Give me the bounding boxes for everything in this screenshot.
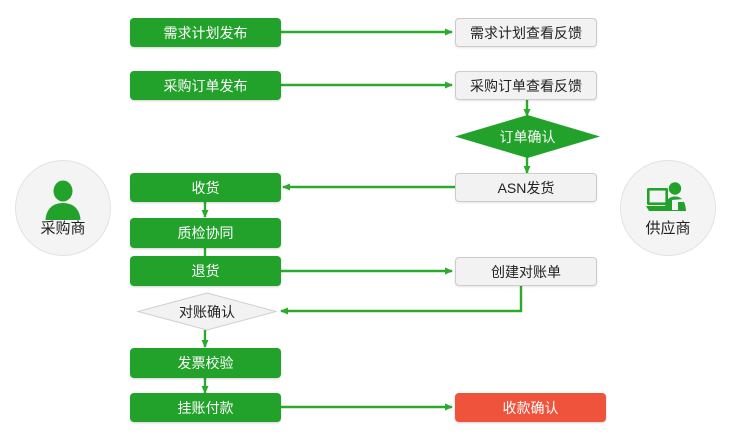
node-invoice-verify-label: 发票校验 — [177, 355, 234, 371]
actor-buyer[interactable]: 采购商 — [15, 160, 111, 256]
node-invoice-verify[interactable]: 发票校验 — [130, 348, 281, 378]
node-goods-receipt-label: 收货 — [191, 179, 220, 196]
actor-supplier-label: 供应商 — [645, 220, 691, 237]
node-demand-plan-publish[interactable]: 需求计划发布 — [130, 18, 281, 47]
node-po-feedback-label: 采购订单查看反馈 — [470, 77, 582, 94]
node-demand-plan-feedback-label: 需求计划查看反馈 — [470, 24, 582, 41]
node-payable-payment[interactable]: 挂账付款 — [130, 393, 281, 422]
statement-confirm-diamond-shape — [137, 292, 277, 331]
node-return-goods[interactable]: 退货 — [130, 256, 281, 286]
node-po-publish-label: 采购订单发布 — [163, 77, 248, 94]
node-po-publish[interactable]: 采购订单发布 — [130, 71, 281, 100]
node-order-confirm-label: 订单确认 — [499, 128, 556, 145]
node-return-goods-label: 退货 — [191, 263, 220, 279]
node-demand-plan-publish-label: 需求计划发布 — [163, 24, 248, 41]
node-statement-confirm-label: 对账确认 — [179, 303, 235, 320]
order-confirm-diamond-shape — [455, 115, 600, 158]
node-payable-payment-label: 挂账付款 — [177, 399, 234, 416]
node-receipt-confirm[interactable]: 收款确认 — [455, 393, 606, 422]
node-demand-plan-feedback[interactable]: 需求计划查看反馈 — [455, 18, 597, 47]
actor-buyer-label: 采购商 — [40, 220, 86, 237]
person-at-computer-icon — [646, 182, 686, 211]
edge-statement-to-confirm — [280, 286, 523, 315]
node-asn-shipment-label: ASN发货 — [497, 179, 555, 196]
node-goods-receipt[interactable]: 收货 — [130, 173, 281, 202]
node-po-feedback[interactable]: 采购订单查看反馈 — [455, 71, 597, 100]
node-quality-collab[interactable]: 质检协同 — [130, 218, 281, 248]
node-quality-collab-label: 质检协同 — [177, 225, 234, 241]
node-create-statement[interactable]: 创建对账单 — [455, 257, 597, 286]
actor-supplier[interactable]: 供应商 — [620, 160, 716, 256]
node-create-statement-label: 创建对账单 — [491, 263, 561, 280]
node-statement-confirm[interactable]: 对账确认 — [137, 292, 277, 331]
node-receipt-confirm-label: 收款确认 — [502, 399, 559, 416]
node-order-confirm[interactable]: 订单确认 — [455, 115, 600, 158]
node-asn-shipment[interactable]: ASN发货 — [455, 173, 597, 202]
person-icon — [45, 180, 81, 220]
